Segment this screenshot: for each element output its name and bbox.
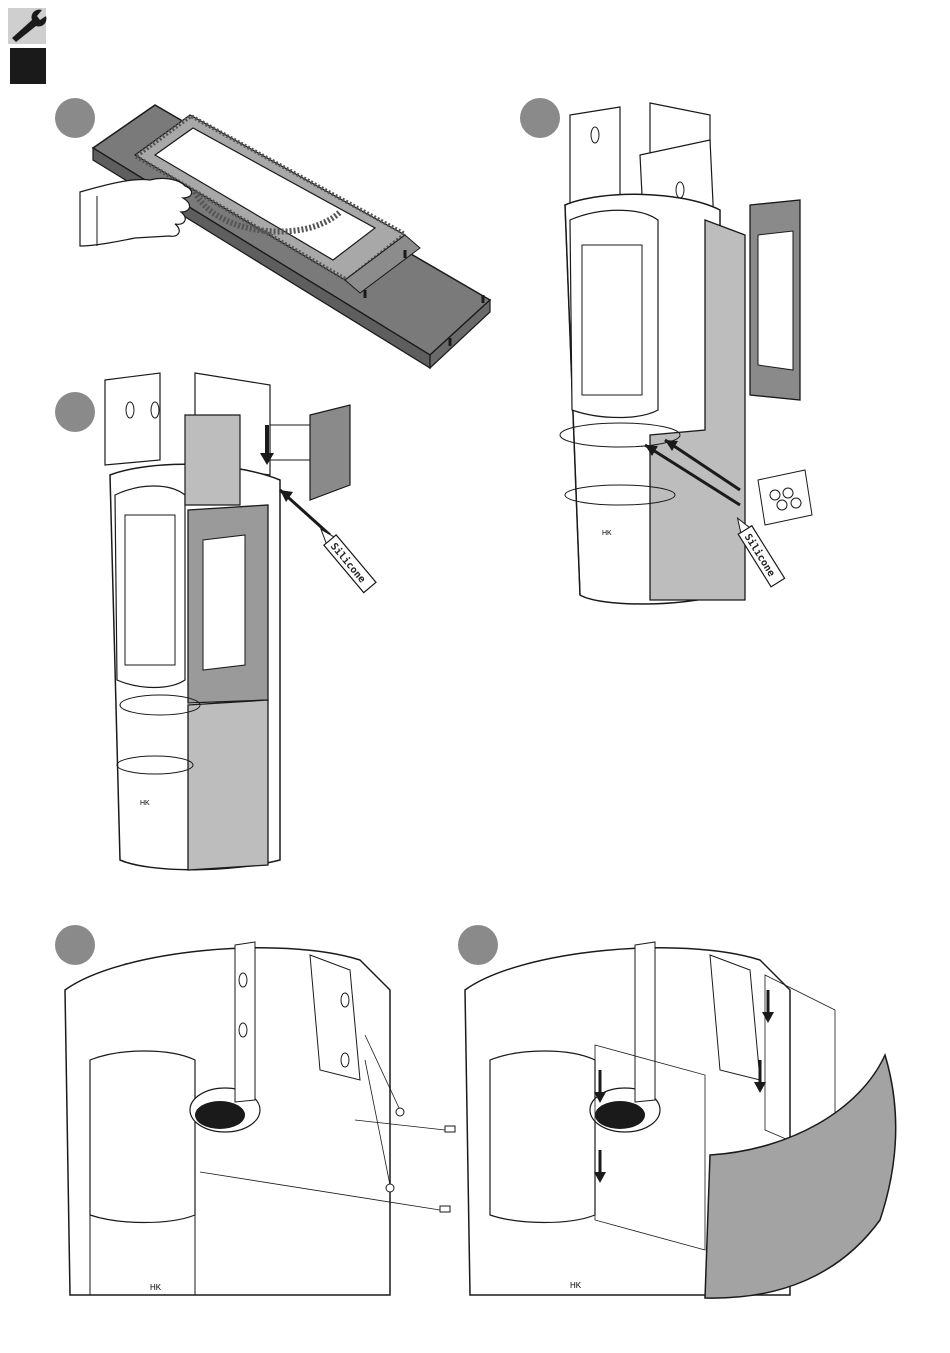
- step4-illustration: HK: [60, 930, 460, 1300]
- step-badge-3: [55, 392, 95, 432]
- step3-illustration: HK Silicone: [100, 365, 400, 875]
- step2-illustration: HK Silicone: [540, 95, 840, 615]
- stove-front-panel-drawing: HK Silicone: [100, 365, 400, 875]
- wrench-icon: [8, 8, 52, 86]
- logo-hk-step2: HK: [602, 530, 612, 537]
- door-frame-gasket-drawing: [75, 100, 505, 370]
- silicone-label-left: Silicone: [328, 541, 368, 586]
- logo-hk-step3: HK: [140, 800, 150, 807]
- flue-opening: [195, 1101, 245, 1129]
- stove-side-panel-drawing: HK Silicone: [540, 95, 840, 615]
- header-tool-block: [8, 8, 52, 86]
- silicone-tube-icon-left: Silicone: [315, 524, 376, 593]
- screw-icon: [386, 1108, 455, 1212]
- stove-top-screw-drawing: HK: [60, 930, 460, 1300]
- step1-illustration: [75, 100, 505, 370]
- logo-hk-right: HK: [570, 1281, 582, 1290]
- step5-illustration: HK: [460, 930, 920, 1305]
- stove-curved-panel-drawing: HK: [460, 930, 920, 1305]
- black-square-marker: [10, 48, 46, 84]
- logo-hk-left: HK: [150, 1283, 162, 1292]
